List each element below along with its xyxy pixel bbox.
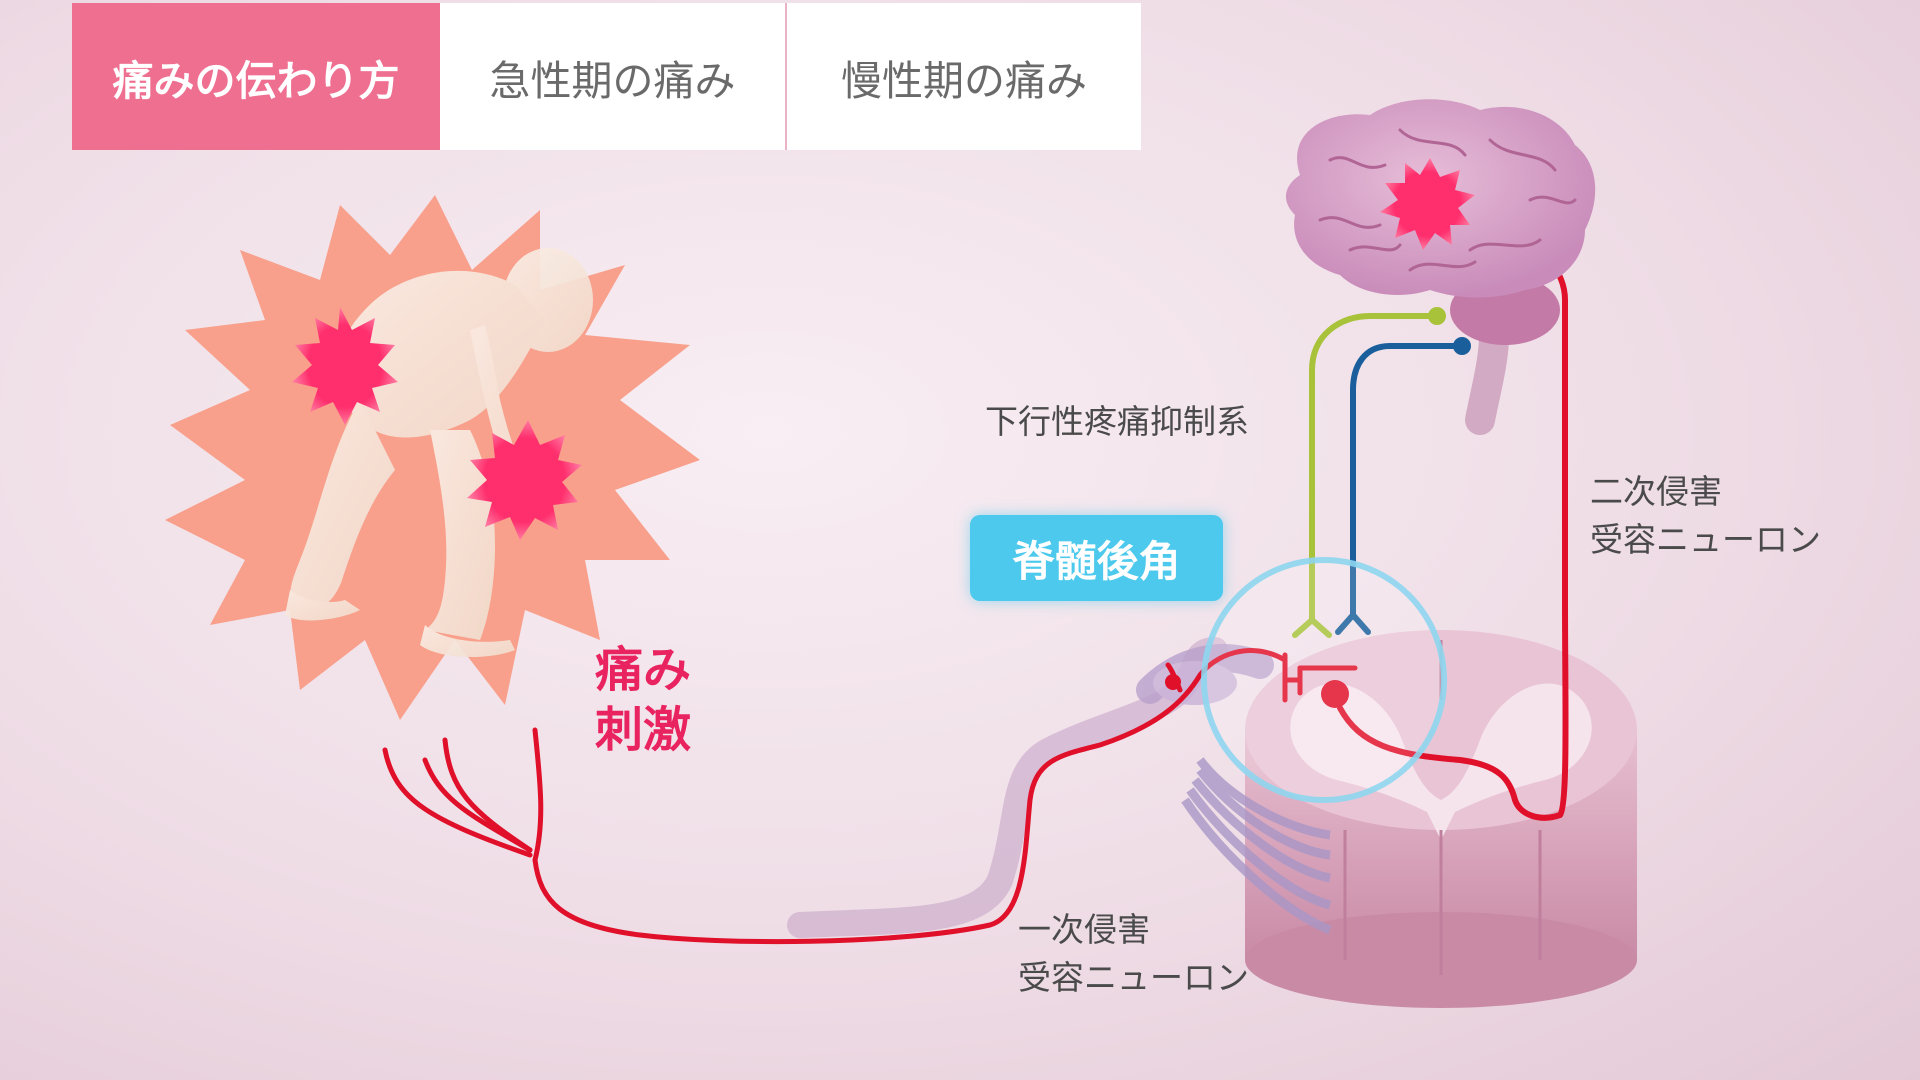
nerve-roots xyxy=(1136,644,1332,935)
synapse-terminal xyxy=(1282,652,1303,703)
dorsal-horn-label: 脊髄後角 xyxy=(970,515,1223,601)
tab-chronic-pain[interactable]: 慢性期の痛み xyxy=(787,3,1141,150)
tab-bar: 痛みの伝わり方 急性期の痛み 慢性期の痛み xyxy=(72,3,1141,150)
dorsal-horn-highlight xyxy=(1201,557,1447,803)
person-figure xyxy=(285,248,593,657)
stimulus-line-2: 刺激 xyxy=(595,702,692,758)
pain-burst-back xyxy=(292,307,398,425)
pain-burst-knee xyxy=(467,420,582,540)
second-order-neuron xyxy=(1337,229,1569,821)
tab-pain-transmission[interactable]: 痛みの伝わり方 xyxy=(72,3,440,150)
tab-acute-pain[interactable]: 急性期の痛み xyxy=(440,3,787,150)
pain-stimulus-label: 痛み 刺激 xyxy=(595,640,691,760)
stimulus-line-1: 痛み xyxy=(595,642,692,698)
brain xyxy=(1285,99,1596,435)
brain-pain-burst xyxy=(1380,158,1475,250)
drg-cell-body xyxy=(1165,674,1181,690)
second-order-neuron-label: 二次侵害 受容ニューロン xyxy=(1590,472,1821,559)
descending-pathway-blue xyxy=(1335,343,1465,635)
second-neuron-cell-body xyxy=(1321,680,1349,708)
descending-inhibition-label: 下行性疼痛抑制系 xyxy=(985,402,1249,441)
first-order-neuron-label: 一次侵害 受容ニューロン xyxy=(1018,910,1249,997)
descending-pathway-green xyxy=(1292,313,1440,638)
spinal-cord xyxy=(1245,630,1637,1008)
